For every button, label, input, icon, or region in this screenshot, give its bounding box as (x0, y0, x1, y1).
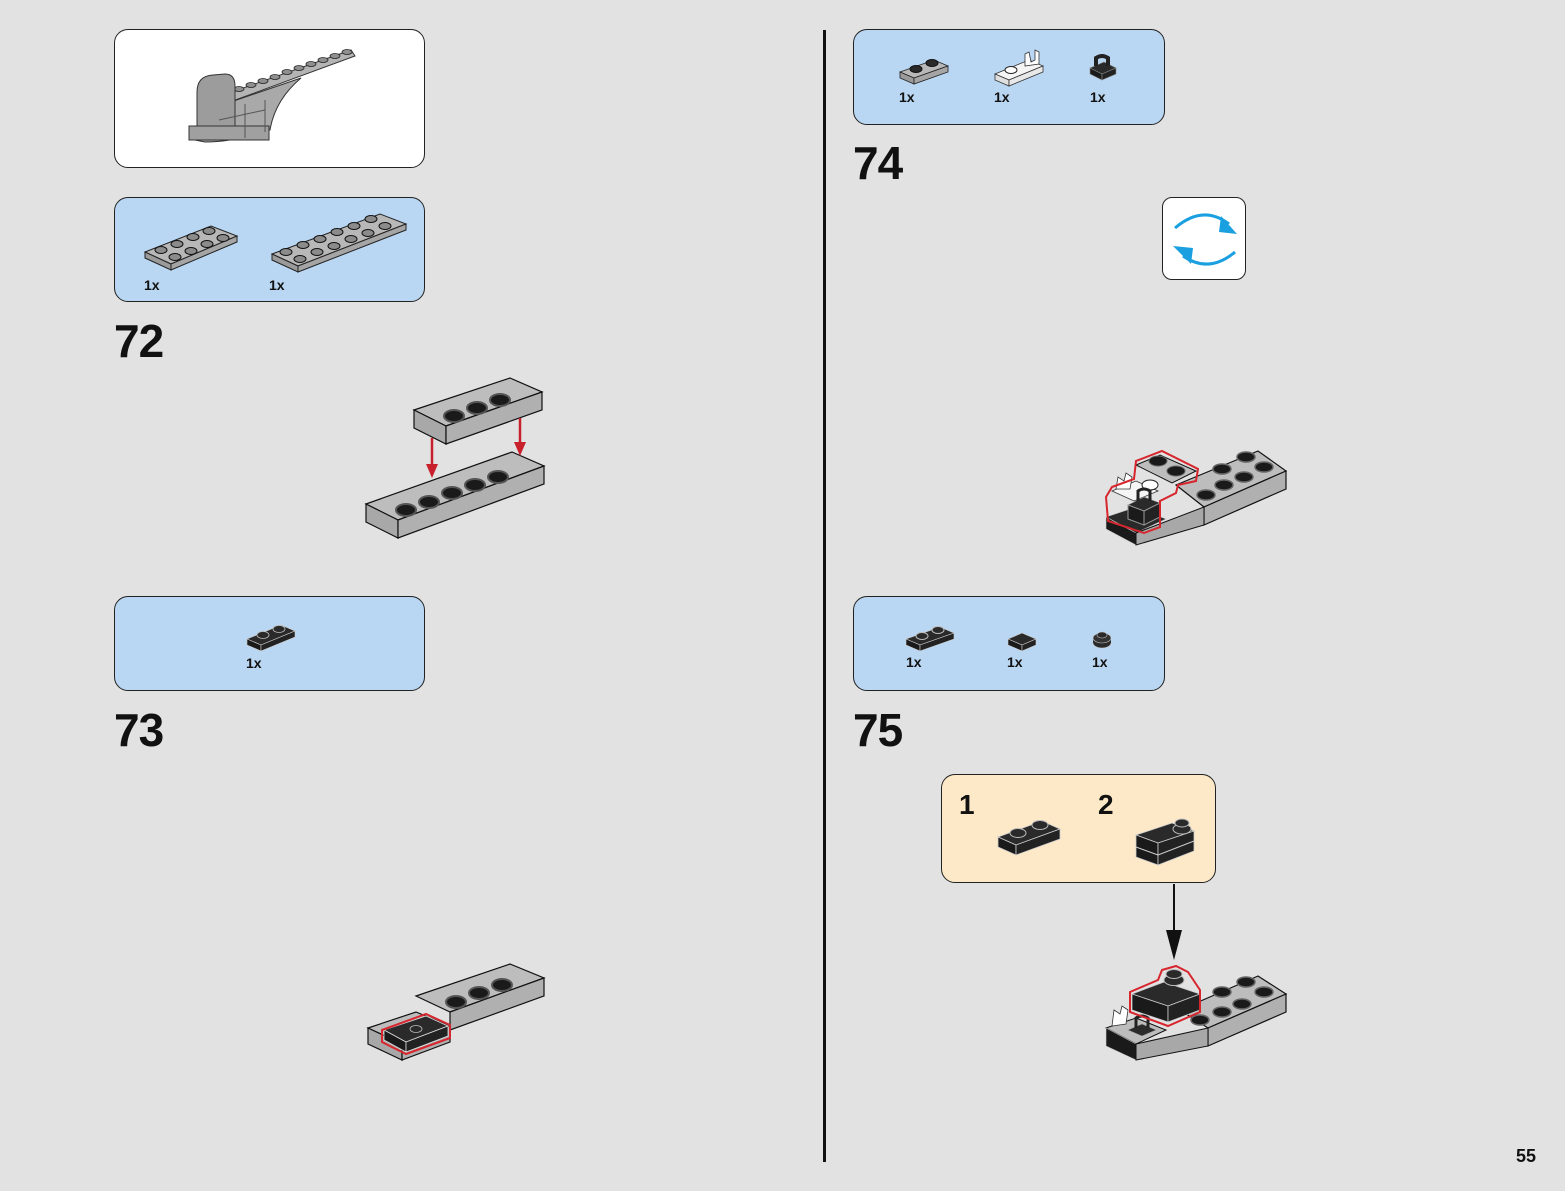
model-preview-box (114, 29, 425, 168)
page-divider (823, 30, 826, 1162)
part-quantity: 1x (1090, 89, 1106, 105)
part-plate-clip-white-icon (993, 49, 1045, 87)
step-number-74: 74 (853, 137, 903, 189)
part-plate-2x4-icon (143, 225, 239, 271)
part-quantity: 1x (269, 277, 285, 293)
substep-1-illustration (996, 820, 1062, 856)
part-plate-2x6-icon (270, 213, 408, 273)
part-plate-1x2-black-icon (905, 626, 955, 652)
substep-number-1: 1 (959, 789, 975, 820)
substep-2-illustration (1134, 818, 1196, 866)
part-plate-1x2-gray-icon (898, 59, 950, 85)
rotate-model-box (1162, 197, 1246, 280)
highlight-new-part (381, 1012, 451, 1056)
part-quantity: 1x (246, 655, 262, 671)
part-clip-black-icon (1089, 54, 1117, 81)
step-number-73: 73 (114, 704, 164, 756)
part-tile-1x1-black-icon (1007, 632, 1037, 652)
step-number-72: 72 (114, 315, 164, 367)
part-quantity: 1x (899, 89, 915, 105)
rotate-model-icon (1173, 213, 1237, 266)
part-quantity: 1x (906, 654, 922, 670)
highlight-new-part (1104, 449, 1200, 535)
part-quantity: 1x (1092, 654, 1108, 670)
substep-number-2: 2 (1098, 789, 1114, 820)
step-number-75: 75 (853, 704, 903, 756)
part-round-plate-1x1-black-icon (1092, 631, 1112, 649)
step-74-parts-list: 1x 1x 1x (853, 29, 1165, 125)
step-74-illustration (1104, 449, 1288, 546)
part-plate-1x2-black-icon (246, 624, 296, 652)
step-75-subassembly: 1 2 (941, 774, 1216, 883)
step-73-parts-list: 1x (114, 596, 425, 691)
arrow-down-icon (1166, 884, 1182, 960)
arrow-down-icon (426, 418, 526, 478)
step-75-illustration (1104, 884, 1288, 1061)
step-75-parts-list: 1x 1x 1x (853, 596, 1165, 691)
step-73-illustration (366, 963, 546, 1061)
step-72-illustration (364, 377, 546, 539)
highlight-new-part (1129, 964, 1202, 1028)
model-preview-illustration (188, 49, 356, 143)
part-quantity: 1x (144, 277, 160, 293)
part-quantity: 1x (994, 89, 1010, 105)
part-quantity: 1x (1007, 654, 1023, 670)
page-number: 55 (1515, 1146, 1536, 1166)
step-72-parts-list: 1x 1x (114, 197, 425, 302)
